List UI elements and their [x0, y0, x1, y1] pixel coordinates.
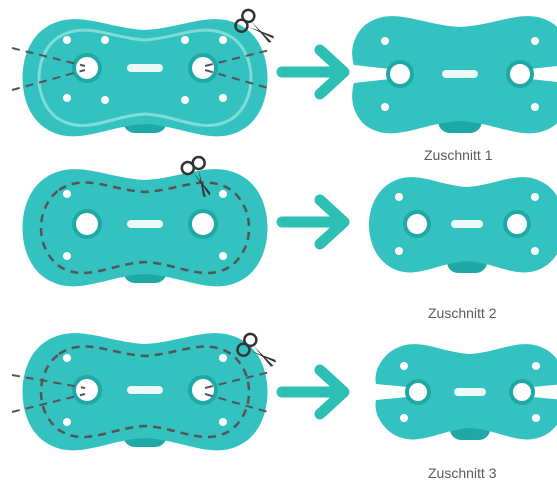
- scissors-icon: [180, 155, 211, 198]
- arrow-right-icon: [276, 44, 350, 100]
- cut-lines-slits: [11, 371, 271, 413]
- scissors-icon: [234, 8, 274, 43]
- caption-step-1: Zuschnitt 1: [424, 147, 493, 163]
- pacifier-shield-original: [22, 333, 268, 451]
- cut-lines-slits: [11, 47, 271, 91]
- step-3-illustration: [11, 332, 557, 451]
- step-row-1: Zuschnitt 1: [0, 0, 557, 163]
- pacifier-shield-result-2: [369, 177, 557, 273]
- pacifier-shield-result-3: [375, 344, 557, 440]
- cut-line-outline: [39, 181, 251, 275]
- cut-line-outline: [39, 345, 251, 439]
- arrow-right-icon: [276, 364, 350, 420]
- pacifier-shield-result-1: [352, 16, 557, 134]
- step-row-2: Zuschnitt 2: [0, 155, 557, 321]
- step-1-illustration: [11, 8, 557, 137]
- caption-step-3: Zuschnitt 3: [428, 465, 497, 481]
- pacifier-shield-original: [22, 169, 268, 287]
- pacifier-shield-original: [22, 19, 268, 137]
- caption-step-2: Zuschnitt 2: [428, 305, 497, 321]
- step-row-3: Zuschnitt 3: [0, 320, 557, 484]
- arrow-right-icon: [276, 194, 350, 250]
- step-2-illustration: [22, 155, 557, 287]
